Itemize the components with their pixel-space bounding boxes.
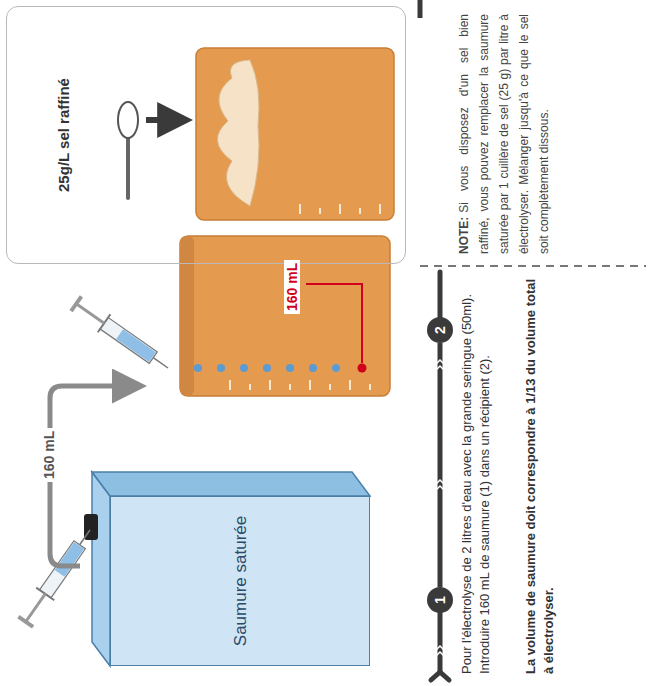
timeline-connector [438, 343, 443, 587]
node-text: Saumure saturée [230, 516, 251, 646]
volume-label: 160 mL [41, 428, 57, 482]
instruction-text: La volume de saumure doit correspondre à… [522, 274, 558, 674]
step-number: 2 [427, 317, 453, 343]
node-text: 2 [432, 326, 448, 334]
spoon [118, 102, 138, 198]
label-text: Si vous disposez d'un sel bien raffiné, … [457, 14, 551, 254]
step-number: 1 [427, 587, 453, 613]
label-text: Pour l'électrolyse de 2 litres d'eau ave… [459, 294, 492, 674]
separator [420, 265, 646, 267]
salt-jar [196, 48, 394, 220]
node-text: 1 [432, 596, 448, 604]
salt-panel: 25g/L sel raffiné [6, 6, 406, 264]
measuring-jar [180, 236, 390, 396]
label-text: 160 mL [41, 431, 57, 479]
jerrycan-body [84, 472, 370, 666]
drops [194, 364, 340, 372]
pour-arrow [146, 117, 186, 123]
node-text: 25g/L sel raffiné [55, 78, 72, 192]
syringe [16, 524, 99, 630]
level-dot [358, 364, 367, 373]
label-text: 160 mL [284, 263, 300, 311]
level-leader [306, 284, 362, 363]
syringe [68, 294, 174, 377]
instruction-text: Pour l'électrolyse de 2 litres d'eau ave… [458, 274, 494, 674]
label-text: NOTE: [457, 217, 471, 254]
label-text: La volume de saumure doit correspondre à… [523, 279, 556, 674]
level-label: 160 mL [284, 260, 300, 314]
note-text: NOTE:Si vous disposez d'un sel bien raff… [454, 14, 554, 254]
brine-container: Saumure saturée [110, 496, 370, 666]
